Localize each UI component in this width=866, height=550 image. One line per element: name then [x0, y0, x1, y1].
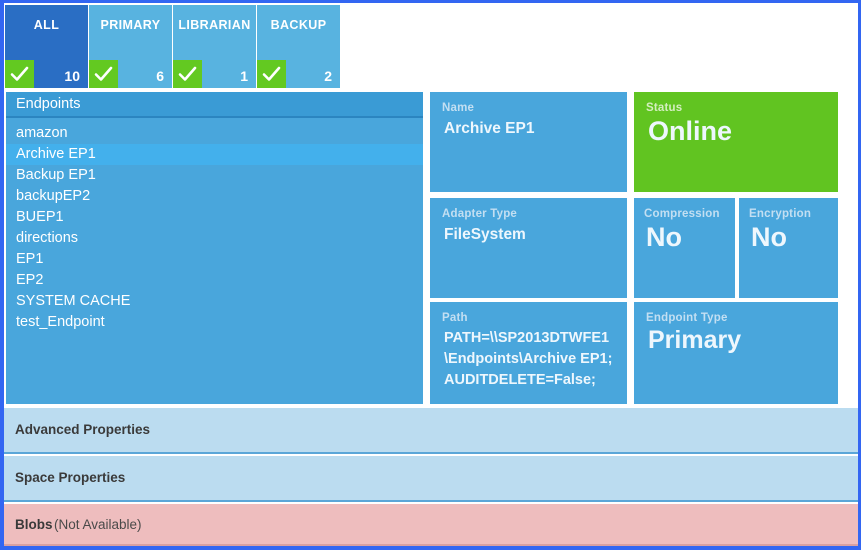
list-item[interactable]: directions	[16, 230, 79, 246]
endpoints-list-body: amazon Archive EP1 Backup EP1 backupEP2 …	[6, 118, 423, 333]
filter-tile-backup-label: BACKUP	[270, 18, 327, 32]
detail-value-endpoint-type: Primary	[648, 326, 742, 354]
checkmark-icon[interactable]	[173, 60, 202, 88]
checkmark-icon[interactable]	[5, 60, 34, 88]
detail-label-adapter-type: Adapter Type	[442, 208, 518, 220]
endpoints-list-panel: Endpoints amazon Archive EP1 Backup EP1 …	[6, 92, 423, 404]
window-border-top	[0, 0, 861, 3]
detail-label-encryption: Encryption	[749, 208, 812, 220]
window-border-right	[858, 0, 861, 550]
detail-label-compression: Compression	[644, 208, 720, 220]
list-item[interactable]: EP1	[16, 251, 44, 267]
detail-value-compression: No	[646, 222, 682, 252]
detail-label-name: Name	[442, 102, 475, 114]
detail-value-adapter-type: FileSystem	[444, 226, 526, 243]
detail-label-endpoint-type: Endpoint Type	[646, 312, 728, 324]
list-item[interactable]: test_Endpoint	[16, 314, 105, 330]
filter-tile-primary-count: 6	[156, 68, 164, 84]
list-item[interactable]: BUEP1	[16, 209, 64, 225]
detail-value-encryption: No	[751, 222, 787, 252]
filter-tile-librarian[interactable]: LIBRARIAN 1	[173, 5, 256, 88]
list-item[interactable]: amazon	[16, 125, 68, 141]
detail-label-status: Status	[646, 102, 683, 114]
detail-value-name: Archive EP1	[444, 120, 535, 137]
filter-tile-backup-count: 2	[324, 68, 332, 84]
list-item[interactable]: EP2	[16, 272, 44, 288]
section-advanced-properties-label: Advanced Properties	[15, 422, 151, 437]
detail-tile-adapter-type: Adapter Type FileSystem	[430, 198, 627, 298]
detail-tile-endpoint-type: Endpoint Type Primary	[634, 302, 838, 404]
section-blobs-note: (Not Available)	[54, 517, 142, 532]
window-border-left	[0, 0, 4, 550]
detail-value-path: PATH=\\SP2013DTWFE1\Endpoints\Archive EP…	[444, 330, 613, 388]
detail-tile-name: Name Archive EP1	[430, 92, 627, 192]
status-badge: Online	[648, 116, 733, 146]
detail-tile-encryption: Encryption No	[739, 198, 838, 298]
detail-label-path: Path	[442, 312, 468, 324]
filter-tile-all-count: 10	[64, 68, 80, 84]
list-item-selected[interactable]: Archive EP1	[6, 144, 423, 165]
list-item[interactable]: Backup EP1	[16, 167, 96, 183]
section-blobs[interactable]: Blobs (Not Available)	[4, 504, 858, 546]
section-space-properties[interactable]: Space Properties	[4, 456, 858, 502]
checkmark-icon[interactable]	[89, 60, 118, 88]
filter-tile-backup[interactable]: BACKUP 2	[257, 5, 340, 88]
list-item[interactable]: backupEP2	[16, 188, 91, 204]
section-advanced-properties[interactable]: Advanced Properties	[4, 408, 858, 454]
window-border-bottom	[0, 546, 861, 550]
filter-tile-primary[interactable]: PRIMARY 6	[89, 5, 172, 88]
filter-tile-primary-label: PRIMARY	[100, 18, 161, 32]
filter-tile-librarian-count: 1	[240, 68, 248, 84]
filter-tile-librarian-label: LIBRARIAN	[178, 18, 251, 32]
list-item[interactable]: SYSTEM CACHE	[16, 293, 131, 309]
section-space-properties-label: Space Properties	[15, 470, 126, 485]
detail-tile-path: Path PATH=\\SP2013DTWFE1\Endpoints\Archi…	[430, 302, 627, 404]
checkmark-icon[interactable]	[257, 60, 286, 88]
endpoints-list-header: Endpoints	[6, 92, 423, 118]
detail-tile-status: Status Online	[634, 92, 838, 192]
filter-tile-all-label: ALL	[33, 18, 60, 32]
section-blobs-label: Blobs	[15, 517, 53, 532]
detail-tile-compression: Compression No	[634, 198, 735, 298]
filter-tile-all[interactable]: ALL 10	[5, 5, 88, 88]
